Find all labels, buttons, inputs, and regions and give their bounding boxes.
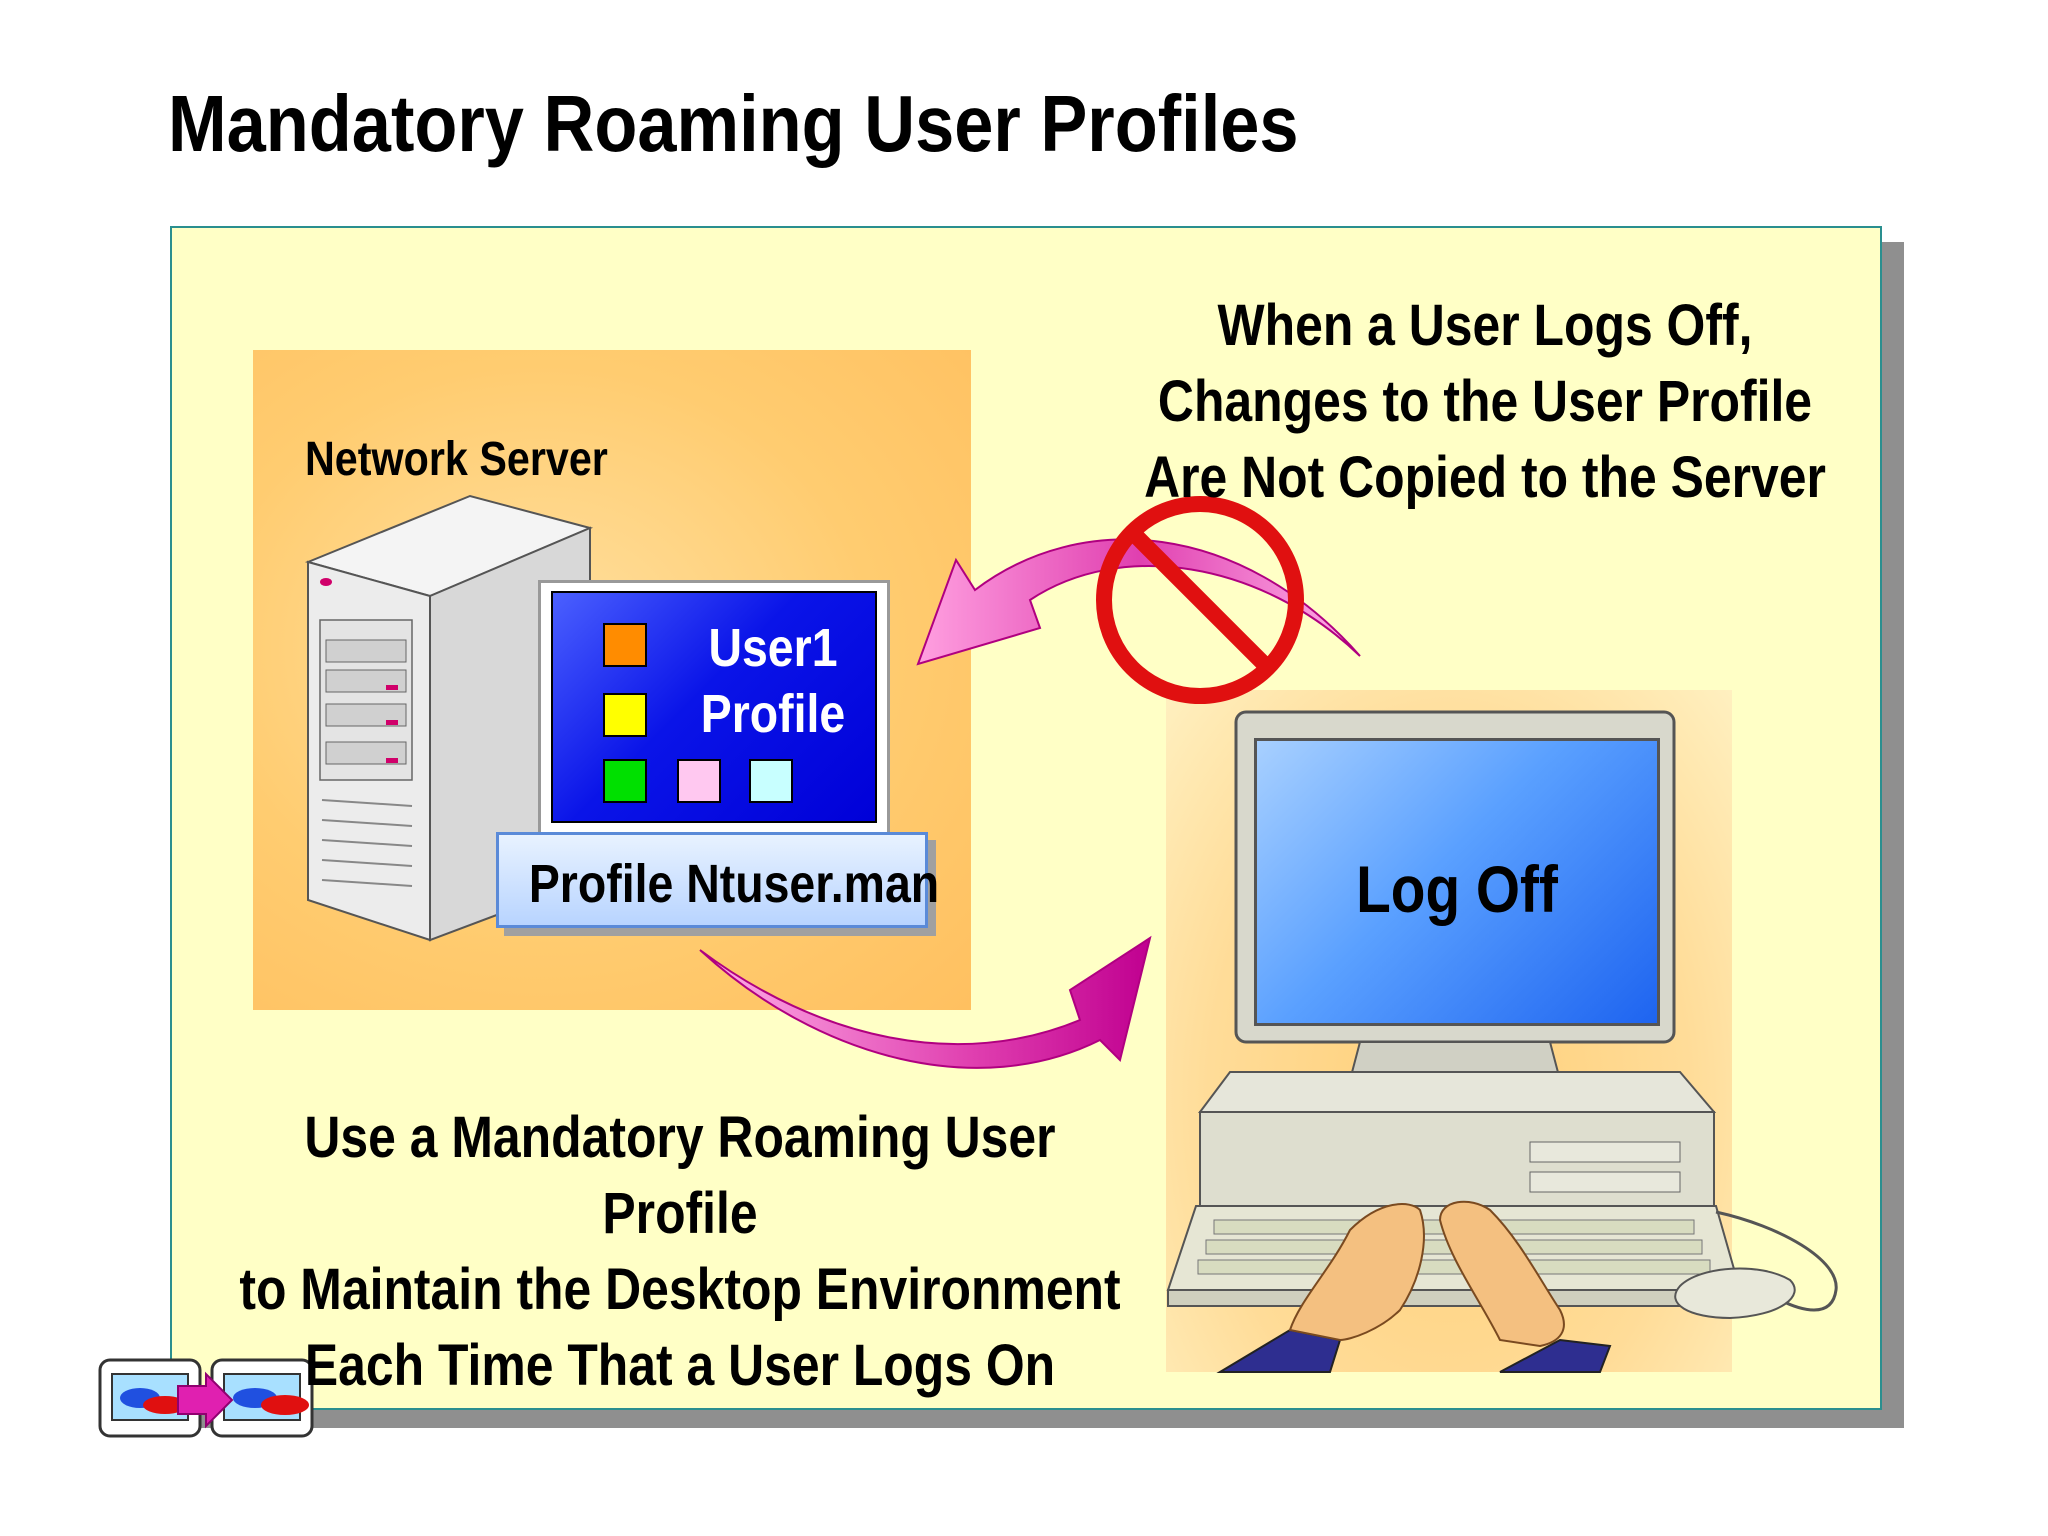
- profile-title: User1 Profile: [687, 615, 859, 747]
- usage-note-line: Each Time That a User Logs On: [304, 1333, 1056, 1398]
- mouse-icon: [1674, 1210, 1838, 1320]
- usage-note-line: Use a Mandatory Roaming User Profile: [304, 1105, 1056, 1246]
- logoff-note-line: When a User Logs Off,: [1217, 293, 1753, 358]
- profile-title-line1: User1: [708, 618, 838, 678]
- logoff-note-line: Changes to the User Profile: [1157, 369, 1813, 434]
- logoff-note: When a User Logs Off, Changes to the Use…: [1141, 288, 1829, 516]
- color-square: [603, 759, 647, 803]
- computer-screen: Log Off: [1254, 738, 1660, 1026]
- color-square: [603, 693, 647, 737]
- usage-note: Use a Mandatory Roaming User Profile to …: [237, 1100, 1123, 1404]
- slide-nav-icon[interactable]: [98, 1358, 314, 1438]
- profile-file-box: Profile Ntuser.man: [496, 832, 940, 928]
- color-square: [677, 759, 721, 803]
- profile-title-line2: Profile: [700, 684, 846, 744]
- prohibited-icon: [1096, 496, 1304, 704]
- usage-note-line: to Maintain the Desktop Environment: [239, 1257, 1121, 1322]
- profile-file-label: Profile Ntuser.man: [528, 854, 940, 914]
- color-square: [603, 623, 647, 667]
- slide-title: Mandatory Roaming User Profiles: [168, 79, 1299, 168]
- curved-arrow-icon: [699, 935, 1152, 1069]
- curved-arrow-icon: [916, 538, 1361, 666]
- profile-window: User1 Profile: [538, 580, 890, 836]
- server-tower-icon: [304, 494, 594, 942]
- network-server-label: Network Server: [305, 433, 608, 486]
- hands-icon: [1216, 1200, 1612, 1373]
- log-off-label: Log Off: [1356, 852, 1558, 926]
- profile-screen: User1 Profile: [551, 591, 877, 823]
- color-square: [749, 759, 793, 803]
- logoff-note-line: Are Not Copied to the Server: [1144, 445, 1826, 510]
